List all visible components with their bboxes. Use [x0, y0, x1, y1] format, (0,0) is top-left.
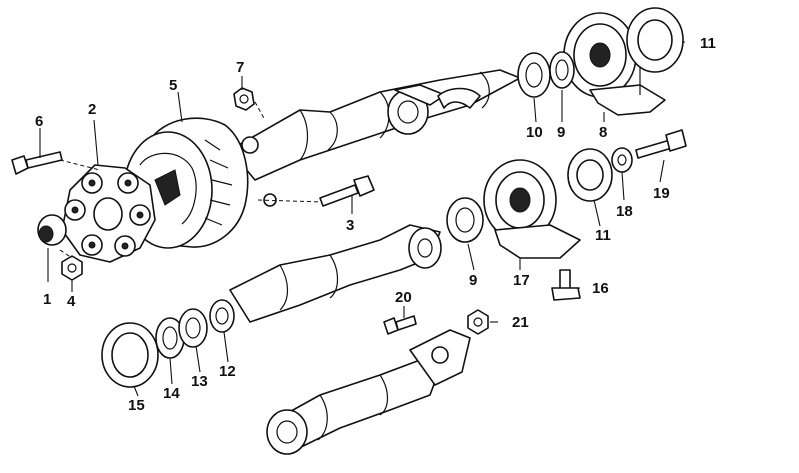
- callout-11-upper: 11: [700, 35, 716, 52]
- hex-bolt-item16: [551, 269, 581, 301]
- grooved-ball-bearing-lower: [446, 197, 484, 243]
- hex-nut: [61, 255, 83, 281]
- callout-labels: 1 2 3 4 5 6 7 8 9 9 10 11 11 12 13 14 15…: [35, 35, 716, 414]
- coupling-drum: [123, 117, 277, 249]
- callout-3: 3: [346, 217, 354, 234]
- callout-12: 12: [219, 363, 236, 380]
- hex-bolt-item3: [319, 175, 375, 207]
- rear-drive-shaft: [266, 329, 471, 455]
- callout-11-lower: 11: [595, 227, 611, 244]
- upper-drive-shaft: [229, 69, 521, 181]
- hex-bolt: [11, 151, 63, 175]
- callout-18: 18: [616, 203, 633, 220]
- center-bearing-lower: [483, 159, 581, 259]
- hex-nut-item21: [467, 309, 489, 335]
- callout-20: 20: [395, 289, 412, 306]
- callout-7: 7: [236, 59, 244, 76]
- washer: [611, 147, 633, 173]
- callout-17: 17: [513, 272, 530, 289]
- callout-19: 19: [653, 185, 670, 202]
- callout-5: 5: [169, 77, 177, 94]
- ring-item13: [178, 308, 208, 348]
- callout-9-lower: 9: [469, 272, 477, 289]
- hex-nut-small: [233, 87, 255, 111]
- callout-4: 4: [67, 293, 76, 310]
- dust-cap-lower: [567, 148, 613, 202]
- callout-1: 1: [43, 291, 51, 308]
- leader-lines: [39, 41, 685, 397]
- assembly-line-upper: [59, 101, 323, 259]
- callout-16: 16: [592, 280, 609, 297]
- callout-6: 6: [35, 113, 43, 130]
- collar-item15: [101, 322, 159, 388]
- callout-10: 10: [526, 124, 543, 141]
- callout-9-upper: 9: [557, 124, 565, 141]
- dust-cap-upper: [626, 7, 684, 73]
- callout-8: 8: [599, 124, 607, 141]
- centering-bushing: [37, 214, 67, 246]
- callout-15: 15: [128, 397, 145, 414]
- hex-bolt-item20: [383, 315, 417, 335]
- grooved-ball-bearing-upper: [517, 52, 551, 98]
- circlip-item12: [209, 299, 235, 333]
- hex-bolt-item19: [635, 129, 687, 159]
- flex-disc: [61, 164, 156, 263]
- callout-14: 14: [163, 385, 180, 402]
- callout-21: 21: [512, 314, 529, 331]
- spacer-ring-upper: [549, 51, 575, 89]
- callout-13: 13: [191, 373, 208, 390]
- callout-2: 2: [88, 101, 96, 118]
- lower-drive-shaft: [229, 224, 442, 323]
